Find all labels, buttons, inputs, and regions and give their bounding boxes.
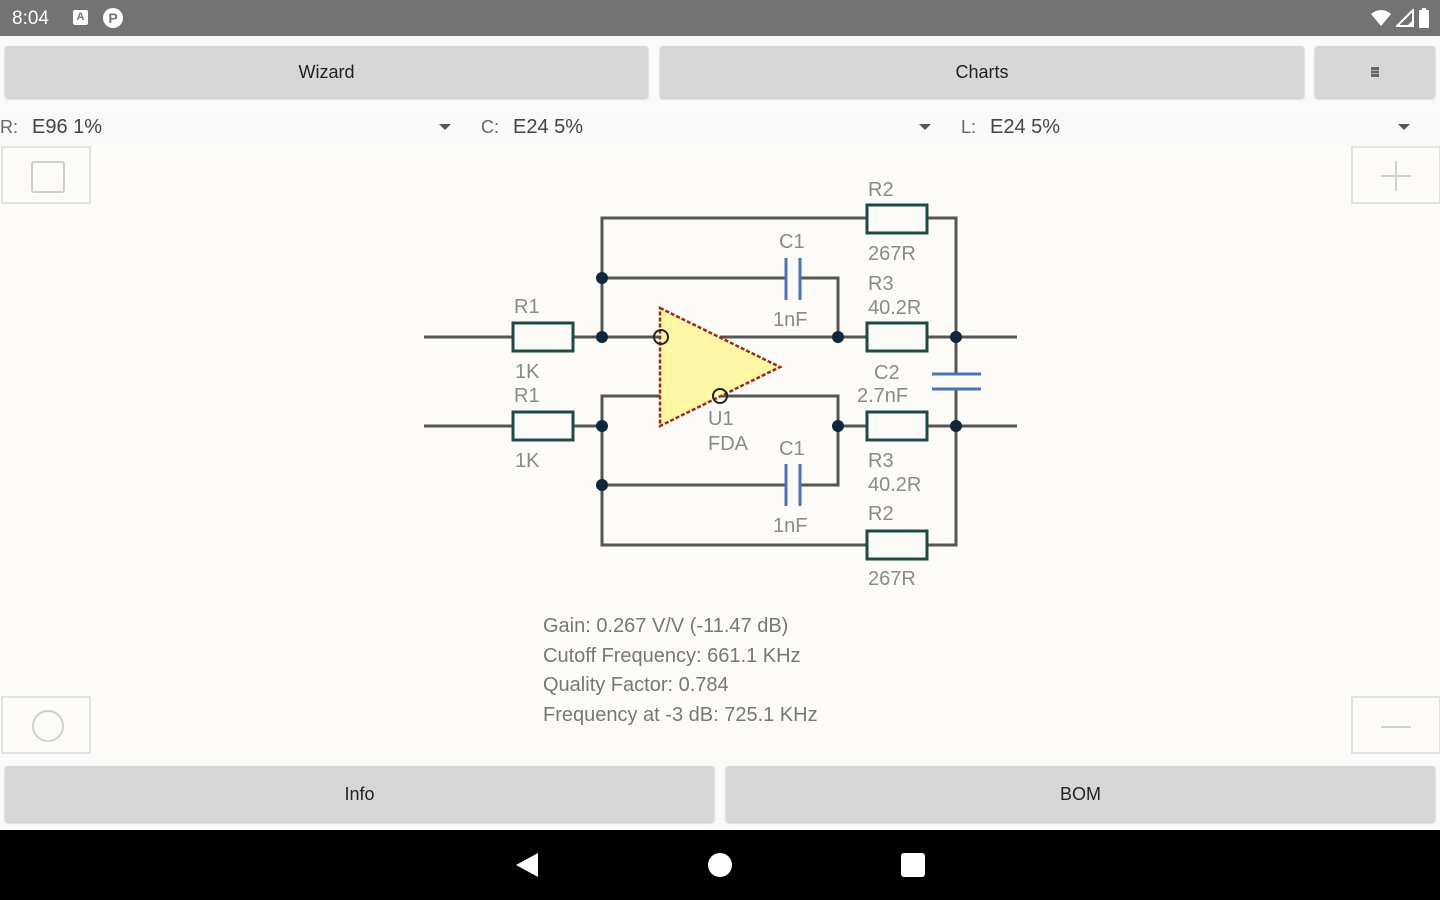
charts-label: Charts [955, 61, 1009, 82]
resistor-series-value: E96 1% [32, 115, 103, 138]
bottom-toolbar: Info BOM [0, 760, 1440, 830]
bom-button[interactable]: BOM [726, 766, 1435, 822]
inductor-series-value: E24 5% [990, 115, 1061, 138]
circle-icon [32, 710, 64, 742]
minus-icon [1381, 726, 1411, 728]
center-view-button[interactable] [1, 696, 91, 754]
frequency-3db-text: Frequency at -3 dB: 725.1 KHz [543, 703, 818, 726]
zoom-in-button[interactable] [1351, 146, 1440, 204]
plus-icon [1381, 161, 1411, 191]
menu-button[interactable] [1315, 46, 1435, 98]
info-label: Info [344, 783, 375, 804]
status-bar: 8:04 A P [0, 0, 1440, 36]
info-button[interactable]: Info [5, 766, 714, 822]
status-icons [1370, 8, 1430, 28]
chevron-down-icon [1398, 124, 1410, 130]
select-mode-button[interactable] [1, 146, 91, 204]
recents-icon[interactable] [900, 852, 926, 878]
notification-p-icon: P [103, 8, 123, 28]
wizard-label: Wizard [298, 61, 355, 82]
battery-icon [1419, 8, 1429, 28]
capacitor-series-value: E24 5% [513, 115, 584, 138]
inductor-series-label: L: [961, 116, 977, 137]
gain-text: Gain: 0.267 V/V (-11.47 dB) [543, 615, 789, 637]
capacitor-series-label: C: [481, 116, 499, 137]
resistor-series-select[interactable]: R: E96 1% [0, 108, 460, 146]
home-icon[interactable] [707, 852, 733, 878]
charts-button[interactable]: Charts [660, 46, 1304, 98]
top-toolbar: Wizard Charts [0, 36, 1440, 108]
menu-icon [1371, 67, 1379, 77]
status-time: 8:04 [12, 8, 49, 29]
inductor-series-select[interactable]: L: E24 5% [961, 108, 1421, 146]
filter-results: Gain: 0.267 V/V (-11.47 dB) Cutoff Frequ… [543, 612, 818, 730]
square-icon [31, 161, 65, 193]
notification-a-icon: A [73, 10, 88, 25]
chevron-down-icon [919, 124, 931, 130]
resistor-series-label: R: [0, 116, 18, 137]
system-navigation-bar [0, 830, 1440, 900]
capacitor-series-select[interactable]: C: E24 5% [481, 108, 941, 146]
bom-label: BOM [1059, 783, 1101, 804]
zoom-out-button[interactable] [1351, 696, 1440, 754]
wizard-button[interactable]: Wizard [5, 46, 648, 98]
series-selector-row: R: E96 1% C: E24 5% L: E24 5% [0, 108, 1440, 146]
back-icon[interactable] [514, 852, 540, 878]
cutoff-frequency-text: Cutoff Frequency: 661.1 KHz [543, 644, 801, 667]
wifi-icon [1371, 10, 1391, 26]
chevron-down-icon [439, 124, 451, 130]
quality-factor-text: Quality Factor: 0.784 [543, 674, 729, 696]
signal-icon [1396, 9, 1414, 27]
